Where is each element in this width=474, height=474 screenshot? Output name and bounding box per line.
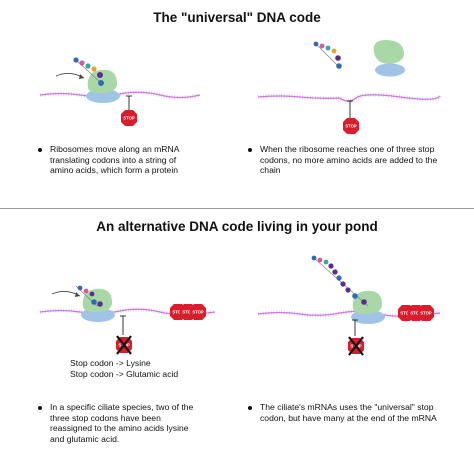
panel-stop: STOP: [257, 40, 442, 134]
bullet-dot-icon: [248, 406, 252, 410]
amino-acid-chain-icon: [75, 285, 103, 307]
title-universal-code: The "universal" DNA code: [153, 10, 321, 25]
note-lysine: Stop codon -> Lysine: [70, 358, 151, 368]
stop-sign-icon: STOP: [121, 110, 137, 126]
stop-sign-cluster: STOP STOP STOP: [398, 305, 434, 321]
section-divider: [0, 208, 474, 209]
svg-text:STOP: STOP: [400, 311, 412, 316]
stop-sign-icon: STOP: [418, 305, 434, 321]
panel-translation: STOP: [39, 57, 201, 126]
ribosome-icon: [86, 69, 120, 103]
amino-acid-chain-icon: [311, 255, 369, 307]
panel-reassigned: STOP STOP STOP STOP: [39, 285, 216, 355]
svg-text:STOP: STOP: [410, 311, 422, 316]
bullet-ciliate-reassigned: In a specific ciliate species, two of th…: [36, 402, 240, 444]
title-alternative-code: An alternative DNA code living in your p…: [96, 219, 378, 234]
svg-text:STOP: STOP: [420, 311, 432, 316]
bullet-stop-codons: When the ribosome reaches one of three s…: [246, 144, 474, 176]
bullet-ciliate-mrna: The ciliate's mRNAs uses the "universal"…: [246, 402, 474, 423]
svg-text:STOP: STOP: [192, 310, 204, 315]
stop-sign-icon: STOP: [343, 118, 359, 134]
cross-icon: [348, 336, 364, 356]
svg-text:STOP: STOP: [345, 124, 357, 129]
ribosome-icon: [373, 40, 405, 77]
note-glutamic-acid: Stop codon -> Glutamic acid: [70, 368, 179, 379]
codon-reassignment-notes: Stop codon -> Lysine Stop codon -> Gluta…: [70, 358, 230, 379]
ribosome-icon: [351, 290, 385, 324]
svg-text:STOP: STOP: [182, 310, 194, 315]
bullet-dot-icon: [38, 406, 42, 410]
stop-sign-icon: STOP: [190, 304, 206, 320]
stop-sign-cluster: STOP STOP STOP: [170, 304, 206, 320]
amino-acid-chain-icon: [313, 41, 342, 69]
svg-text:STOP: STOP: [123, 116, 135, 121]
bullet-dot-icon: [248, 148, 252, 152]
cross-icon: [116, 335, 132, 355]
mrna-strand-icon: [39, 91, 201, 99]
svg-text:STOP: STOP: [172, 310, 184, 315]
bullet-dot-icon: [38, 148, 42, 152]
bullet-ribosomes: Ribosomes move along an mRNA translating…: [36, 144, 240, 176]
panel-many-stops: STOP STOP STOP STOP: [257, 255, 441, 356]
amino-acid-chain-icon: [73, 57, 104, 86]
